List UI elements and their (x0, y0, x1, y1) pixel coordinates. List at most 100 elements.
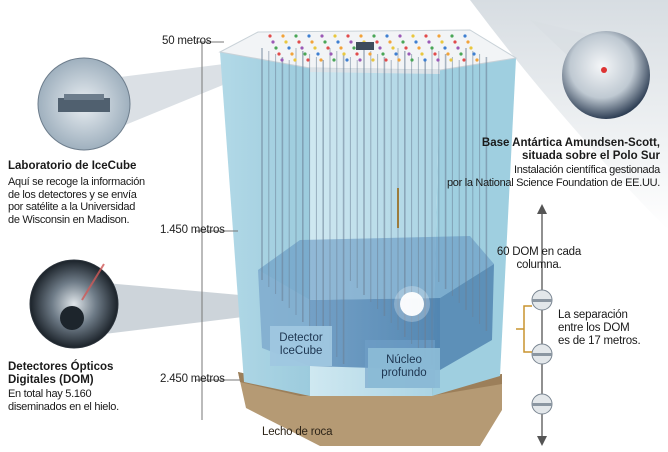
spacing-note: La separación entre los DOM es de 17 met… (558, 309, 641, 348)
surface-station-dot (466, 40, 470, 44)
column-note: 60 DOM en cada columna. (494, 246, 584, 272)
surface-station-dot (297, 40, 301, 44)
column-note-line: 60 DOM en cada (496, 246, 582, 258)
surface-station-dot (345, 58, 349, 62)
lab-line: de los detectores y se envía (8, 188, 137, 201)
surface-station-dot (294, 34, 298, 38)
lab-photo-building (58, 98, 110, 112)
surface-station-dot (346, 34, 350, 38)
lab-pointer (112, 62, 240, 128)
surface-station-dot (310, 40, 314, 44)
surface-station-dot (320, 34, 324, 38)
detector-label: Detector IceCube (270, 332, 332, 358)
detector-label-box (270, 326, 332, 366)
surface-station-dot (453, 40, 457, 44)
dom-title-line: Digitales (DOM) (8, 374, 94, 386)
base-line: Instalación científica gestionada (513, 164, 660, 176)
surface-station-dot (463, 34, 467, 38)
dom-photo-circle (29, 259, 119, 349)
surface-station-dot (268, 34, 272, 38)
surface-station-dot (433, 52, 437, 56)
depth-label-top: 50 metros (162, 35, 212, 47)
surface-station-dot (316, 52, 320, 56)
surface-station-dot (355, 52, 359, 56)
south-pole-marker (601, 67, 607, 73)
depth-label-middle: 1.450 metros (160, 224, 225, 236)
core-label-box (368, 348, 440, 388)
surface-station-dot (397, 58, 401, 62)
core-label-line: Núcleo (386, 354, 422, 366)
surface-station-dot (385, 34, 389, 38)
surface-station-dot (336, 40, 340, 44)
bedrock-label: Lecho de roca (262, 426, 333, 438)
surface-station-dot (475, 58, 479, 62)
surface-station-dot (342, 52, 346, 56)
surface-station-dot (358, 58, 362, 62)
surface-station-dot (303, 52, 307, 56)
neutrino-event-glow (400, 292, 424, 316)
core-label: Núcleo profundo (368, 354, 440, 380)
surface-station-dot (414, 40, 418, 44)
surface-station-dot (407, 52, 411, 56)
base-title-line: situada sobre el Polo Sur (521, 150, 660, 162)
lab-line: de Wisconsin en Madison. (8, 213, 130, 226)
surface-station-dot (290, 52, 294, 56)
surface-station-dot (378, 46, 382, 50)
surface-station-dot (462, 58, 466, 62)
surface-station-dot (359, 34, 363, 38)
surface-station-dot (450, 34, 454, 38)
surface-station-dot (284, 40, 288, 44)
dom-description: En total hay 5.160 diseminados en el hie… (8, 388, 119, 413)
spacing-note-line: La separación (558, 309, 628, 321)
surface-station-dot (404, 46, 408, 50)
surface-station-dot (436, 58, 440, 62)
column-arrow-down (537, 436, 547, 446)
surface-station-dot (472, 52, 476, 56)
surface-station-dot (313, 46, 317, 50)
surface-station-dot (352, 46, 356, 50)
detector-right-face (440, 264, 494, 370)
surface-station-dot (306, 58, 310, 62)
surface-station-dot (469, 46, 473, 50)
surface-station-dot (446, 52, 450, 56)
globe (562, 31, 650, 119)
surface-station-dot (420, 52, 424, 56)
surface-station-dot (287, 46, 291, 50)
surface-station-dot (424, 34, 428, 38)
lab-description: Aquí se recoge la información de los det… (8, 176, 145, 226)
spacing-bracket (523, 305, 532, 353)
surface-station-dot (339, 46, 343, 50)
surface-station-dot (371, 58, 375, 62)
detector-label-line: Detector (279, 332, 323, 344)
dom-line: En total hay 5.160 (8, 388, 92, 400)
surface-station-dot (293, 58, 297, 62)
surface-station-dot (427, 40, 431, 44)
surface-station-dot (332, 58, 336, 62)
surface-edge (310, 68, 440, 74)
surface-station-dot (443, 46, 447, 50)
lab-building (356, 42, 374, 50)
depth-label-bottom: 2.450 metros (160, 373, 225, 385)
lab-title: Laboratorio de IceCube (8, 160, 137, 172)
dom-photo-ray (81, 263, 105, 301)
surface-station-dot (277, 52, 281, 56)
surface-station-dot (384, 58, 388, 62)
base-title-line: Base Antártica Amundsen-Scott, (481, 137, 660, 149)
detector-label-line: IceCube (279, 345, 323, 357)
surface-station-dot (280, 58, 284, 62)
surface-station-dot (401, 40, 405, 44)
surface-station-dot (398, 34, 402, 38)
surface-station-dot (319, 58, 323, 62)
surface-station-dot (440, 40, 444, 44)
surface-station-dot (349, 40, 353, 44)
dom-title-line: Detectores Ópticos (8, 361, 114, 373)
core-label-line: profundo (381, 367, 427, 379)
base-description: Instalación científica gestionada por la… (447, 164, 660, 189)
neutrino-event-halo (394, 286, 430, 322)
surface-station-dots (268, 34, 479, 62)
surface-station-dot (372, 34, 376, 38)
dom-sphere-1 (531, 289, 553, 311)
lab-line: Aquí se recoge la información (8, 176, 145, 188)
